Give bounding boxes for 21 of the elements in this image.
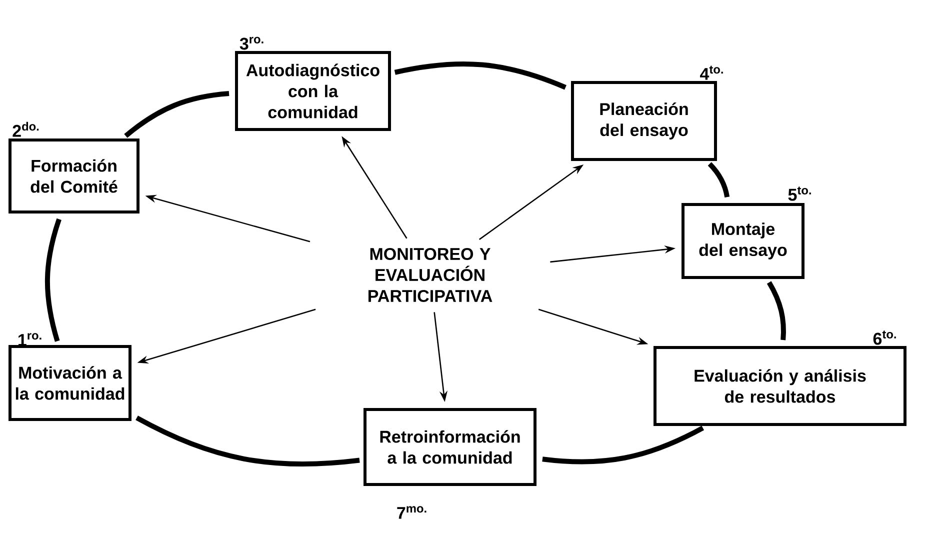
process-box: Formación del Comité — [8, 138, 140, 214]
step-number: 4$^{to.}$ — [700, 66, 723, 80]
step-number: 5$^{to.}$ — [788, 186, 811, 201]
center-text: MONITOREO Y EVALUACIÓN PARTICIPATIVA — [368, 248, 492, 302]
process-box: Evaluación y análisis de resultados — [654, 346, 906, 426]
step-number: 3$^{ro.}$ — [240, 36, 264, 50]
ring-line — [44, 218, 62, 342]
ring-line — [394, 62, 566, 90]
ring-line — [124, 91, 230, 138]
process-box: Motivación a la comunidad — [8, 344, 132, 421]
ring-line — [766, 281, 786, 340]
step-number: 7$^{mo.}$ — [397, 506, 426, 519]
process-box: Montaje del ensayo — [682, 203, 804, 279]
process-box: Autodiagnóstico con la comunidad — [235, 51, 391, 131]
ring-line — [136, 416, 360, 467]
process-box: Planeación del ensayo — [571, 81, 717, 161]
process-box: Retroinformación a la comunidad — [364, 408, 536, 486]
ring-line — [542, 426, 704, 464]
step-number: 2$^{do.}$ — [12, 122, 39, 137]
ring-line — [708, 162, 730, 198]
step-number: 6$^{to.}$ — [873, 330, 896, 345]
